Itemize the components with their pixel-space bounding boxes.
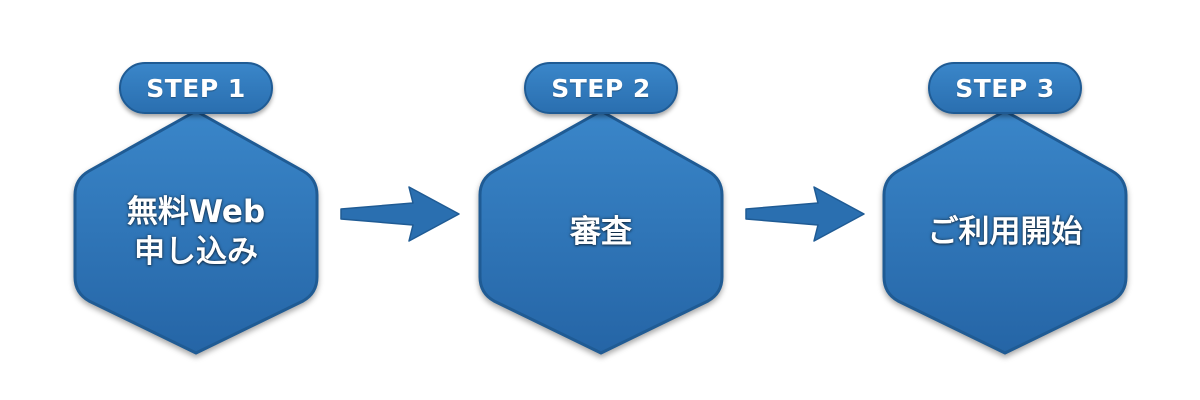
step-1-text: 無料Web 申し込み (71, 107, 321, 357)
step-3-text: ご利用開始 (880, 107, 1130, 357)
step-1: STEP 1 無料Web 申し込み (71, 62, 321, 362)
step-3-hexagon-shape (880, 107, 1130, 357)
step-2-tab-label: STEP 2 (524, 62, 678, 114)
step-1-hexagon-shape (71, 107, 321, 357)
step-1-tab-label: STEP 1 (119, 62, 273, 114)
step-2-text-line-1: 審査 (570, 214, 632, 250)
arrow-right-icon (335, 183, 465, 245)
step-1-text-line-1: 無料Web (126, 194, 266, 230)
step-3-text-line-1: ご利用開始 (927, 214, 1083, 250)
step-2: STEP 2 審査 (476, 62, 726, 362)
step-1-text-line-2: 申し込み (134, 234, 258, 270)
step-2-hexagon-shape (476, 107, 726, 357)
step-2-text: 審査 (476, 107, 726, 357)
step-3: STEP 3 ご利用開始 (880, 62, 1130, 362)
arrow-right-icon (740, 183, 870, 245)
step-3-tab-label: STEP 3 (928, 62, 1082, 114)
